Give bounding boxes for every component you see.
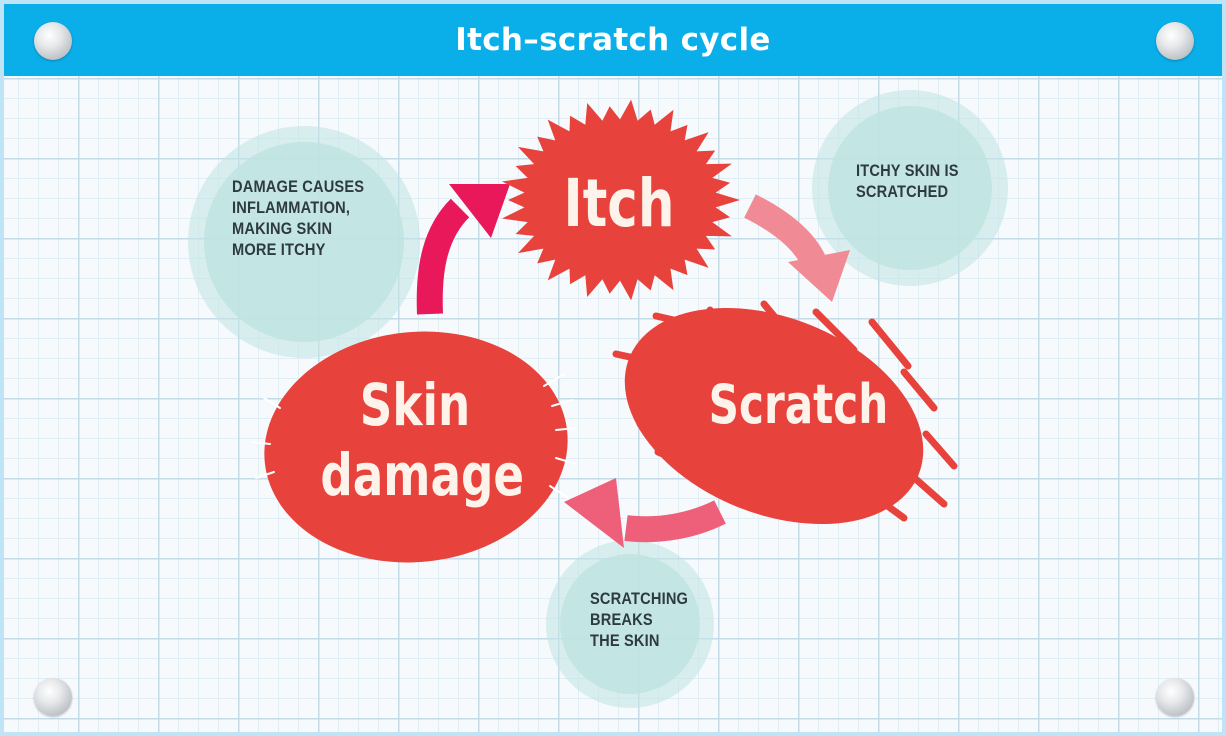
annotation-scratch-to-damage: Scratching breaks the skin [590, 588, 688, 651]
pin-top-right [1156, 22, 1194, 60]
skin-damage-label-line1: Skin [349, 370, 482, 440]
pin-bottom-right [1156, 678, 1194, 716]
arrow-damage-to-itch [430, 184, 510, 314]
pin-top-left [34, 22, 72, 60]
pin-bottom-left [34, 678, 72, 716]
scratch-label: Scratch [709, 370, 884, 440]
arrow-scratch-to-damage [564, 478, 720, 548]
annotation-itch-to-scratch: Itchy skin is scratched [856, 160, 959, 202]
annotation-damage-to-itch: Damage causes inflammation, making skin … [232, 176, 364, 260]
itch-label: Itch [561, 164, 678, 244]
skin-damage-label-line2: damage [320, 440, 507, 510]
